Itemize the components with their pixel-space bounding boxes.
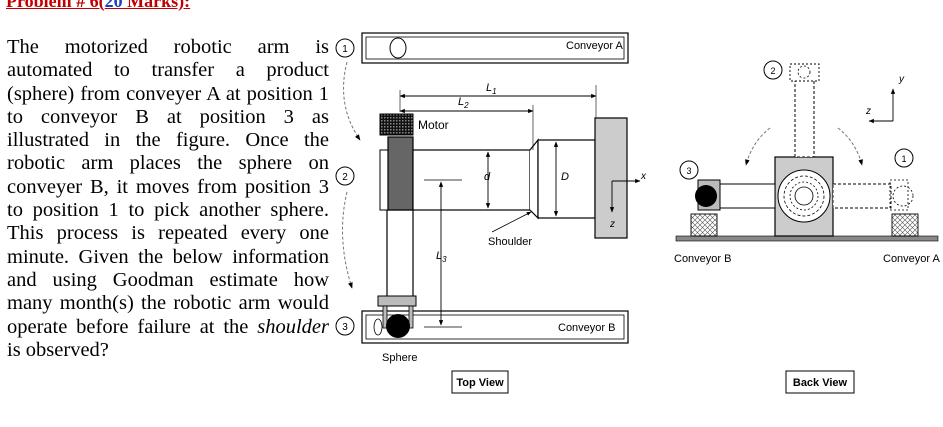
swing-arrow-icon <box>343 61 361 141</box>
problem-statement: The motorized robotic arm is automated t… <box>7 36 329 362</box>
vertical-arm <box>386 209 414 299</box>
position-1-marker: 1 <box>335 38 355 58</box>
x-axis-label: x <box>640 171 647 182</box>
gripper <box>377 295 417 307</box>
d-label: d <box>484 171 491 183</box>
roller-icon <box>373 318 383 336</box>
roller-icon <box>389 37 407 59</box>
l1-label: L1 <box>486 82 497 96</box>
statement-emphasis: shoulder <box>257 315 329 338</box>
position-1-label: 1 <box>342 44 348 55</box>
heading-prefix: Problem # 6( <box>6 0 105 11</box>
z-axis-label: z <box>865 106 871 117</box>
back-view: 2 3 1 y z Conveyor B Conveyor A Back Vie… <box>674 60 941 394</box>
swing-arrow-icon <box>342 191 353 289</box>
sphere-icon <box>386 314 410 338</box>
statement-text: The motorized robotic arm is automated t… <box>7 36 329 338</box>
back-position-1-label: 1 <box>901 154 906 164</box>
D-label: D <box>561 171 569 183</box>
back-position-1-marker: 1 <box>894 148 914 168</box>
back-conveyor-b-label: Conveyor B <box>674 253 731 265</box>
position-2-marker: 2 <box>335 166 355 186</box>
arm-body <box>387 136 414 211</box>
l2-label: L2 <box>458 96 469 110</box>
sphere-label: Sphere <box>382 352 417 364</box>
back-position-2-marker: 2 <box>763 60 783 80</box>
conveyor-a-top: Conveyor A <box>361 32 629 64</box>
back-conveyor-a-label: Conveyor A <box>883 253 941 265</box>
position-3-marker: 3 <box>335 316 355 336</box>
problem-heading: Problem # 6(20 Marks): <box>6 0 190 12</box>
z-axis-label: z <box>609 219 615 230</box>
position-2-label: 2 <box>342 172 348 183</box>
shaft-large <box>537 139 596 219</box>
rotation-arrow-icon <box>837 127 863 166</box>
back-position-3-label: 3 <box>686 166 691 176</box>
support-right <box>891 213 919 237</box>
motor-icon <box>379 113 414 136</box>
back-position-3-marker: 3 <box>679 160 699 180</box>
statement-end: is observed? <box>7 338 109 361</box>
sphere-icon <box>695 185 717 207</box>
heading-suffix: Marks): <box>122 0 191 11</box>
l3-label: L3 <box>436 250 447 264</box>
rotation-arrow-icon <box>745 127 771 166</box>
y-axis-label: y <box>898 74 905 85</box>
top-view: Conveyor A Conveyor B 1 2 3 <box>335 32 647 394</box>
back-view-caption: Back View <box>793 377 848 389</box>
top-view-caption: Top View <box>456 377 504 389</box>
heading-marks: 20 <box>104 0 123 11</box>
position-3-label: 3 <box>342 322 348 333</box>
conveyor-a-label: Conveyor A <box>566 40 624 52</box>
support-left <box>690 213 718 237</box>
conveyor-b-label: Conveyor B <box>558 322 615 334</box>
motor-label: Motor <box>418 118 449 132</box>
base-block <box>594 117 628 239</box>
shoulder-label: Shoulder <box>488 236 532 248</box>
base-platform <box>675 235 939 242</box>
back-position-2-label: 2 <box>770 66 775 76</box>
